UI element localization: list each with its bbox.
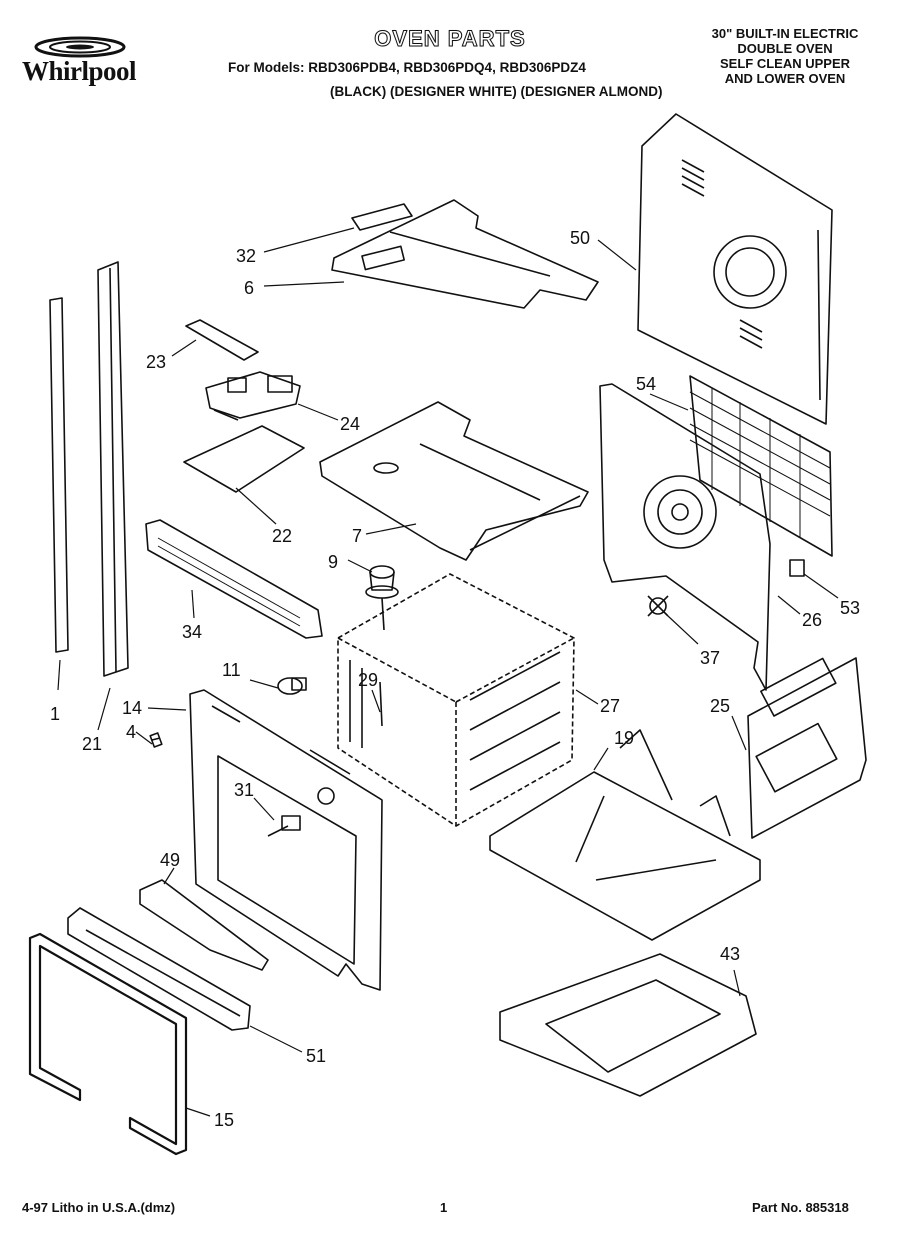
product-line: AND LOWER OVEN [724,71,846,86]
part-side-rail [97,261,129,677]
whirlpool-logo: Whirlpool [18,30,188,90]
part-label: 27 [600,696,620,716]
part-label: 14 [122,698,142,718]
part-label: 23 [146,352,166,372]
part-plate [183,425,305,493]
brand-name: Whirlpool [22,56,137,86]
part-label: 32 [236,246,256,266]
part-label: 22 [272,526,292,546]
part-oven-cavity [337,573,575,827]
part-cover-strip [139,879,269,971]
part-rod [379,681,383,727]
part-label: 7 [352,526,362,546]
part-small-bracket [647,595,669,617]
part-label: 49 [160,850,180,870]
part-inner-liner [599,375,833,691]
part-number: Part No. 885318 [752,1200,849,1215]
leader-lines [57,227,839,1117]
part-knob [365,565,399,631]
part-screw [149,732,163,748]
part-clip [789,559,805,577]
part-label: 31 [234,780,254,800]
product-line: 30" BUILT-IN ELECTRIC [711,26,859,41]
part-label: 9 [328,552,338,572]
part-label: 15 [214,1110,234,1130]
part-bulb-holder [277,677,307,695]
swirl-logo-icon [34,36,126,58]
part-rear-panel [637,113,833,425]
product-line: SELF CLEAN UPPER [719,56,850,71]
part-label: 43 [720,944,740,964]
part-label: 34 [182,622,202,642]
part-label: 54 [636,374,656,394]
part-switch [267,815,301,837]
part-label: 6 [244,278,254,298]
page-number: 1 [440,1200,448,1215]
part-label: 19 [614,728,634,748]
product-line: DOUBLE OVEN [737,41,833,56]
models-line: For Models: RBD306PDB4, RBD306PDQ4, RBD3… [228,60,586,75]
finishes-line: (BLACK) (DESIGNER WHITE) (DESIGNER ALMON… [330,84,663,99]
part-label: 37 [700,648,720,668]
part-label: 29 [358,670,378,690]
part-number-labels: 50 32 6 23 24 22 7 54 9 34 26 53 37 11 2… [50,228,860,1130]
product-description: 30" BUILT-IN ELECTRIC DOUBLE OVEN SELF C… [690,26,880,86]
part-label: 24 [340,414,360,434]
part-side-trim [49,297,69,653]
part-top-panel [331,199,599,309]
part-label: 1 [50,704,60,724]
part-bottom-panel [489,729,761,941]
part-label: 51 [306,1046,326,1066]
litho-note: 4-97 Litho in U.S.A.(dmz) [22,1200,176,1215]
part-label: 21 [82,734,102,754]
part-label: 53 [840,598,860,618]
part-middle-panel [319,401,589,561]
part-front-frame [189,689,383,991]
part-vent-trim [67,907,251,1031]
part-gasket [28,932,188,1156]
part-side-plate [747,657,867,839]
page-title: OVEN PARTS [374,26,526,52]
part-label: 11 [222,660,241,680]
part-switch-bracket [205,371,301,421]
part-label: 4 [126,722,136,742]
part-vent-panel [145,519,323,639]
part-drip-tray [499,953,757,1097]
part-bracket [185,319,259,361]
part-label: 50 [570,228,590,248]
part-label: 25 [710,696,730,716]
part-label: 26 [802,610,822,630]
